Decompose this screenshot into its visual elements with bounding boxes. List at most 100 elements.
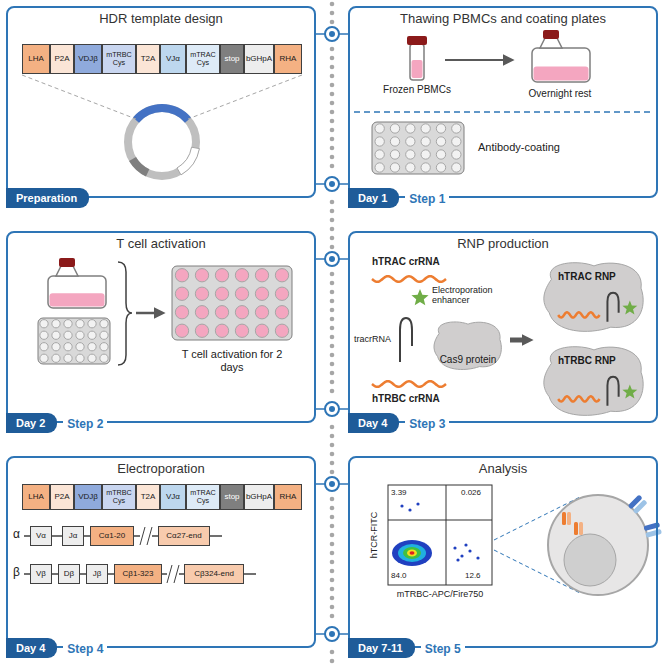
timeline-dot bbox=[330, 119, 335, 124]
segment-label: mTRAC Cys bbox=[187, 489, 219, 504]
timeline-dot bbox=[330, 578, 335, 583]
transgene-chain bbox=[567, 512, 571, 525]
plate-well bbox=[40, 354, 48, 362]
timeline-marker bbox=[325, 477, 339, 491]
event-dot bbox=[464, 543, 467, 546]
timeline-dot bbox=[330, 11, 335, 16]
plate-well bbox=[275, 306, 288, 319]
plate-well bbox=[88, 354, 96, 362]
segment-label: bGHpA bbox=[246, 493, 272, 501]
locus-break bbox=[174, 565, 179, 583]
event-dot bbox=[468, 549, 471, 552]
coated-plate bbox=[38, 318, 110, 364]
timeline-marker bbox=[325, 177, 339, 191]
panel-title: HDR template design bbox=[8, 11, 314, 26]
plate-well bbox=[76, 354, 84, 362]
tracrRNA-hairpin bbox=[400, 318, 412, 362]
segment-label: T2A bbox=[141, 55, 156, 63]
gene-segment: VDJβ bbox=[74, 484, 102, 510]
segment-label: P2A bbox=[54, 493, 69, 501]
timeline-dot bbox=[330, 371, 335, 376]
protein-blob: Cas9 protein bbox=[430, 318, 506, 372]
crRNA-strand bbox=[558, 312, 599, 317]
segment-label: mTRBC Cys bbox=[103, 489, 135, 504]
panel-title: RNP production bbox=[350, 236, 656, 251]
timeline-dot bbox=[330, 461, 335, 466]
process-arrow bbox=[136, 312, 156, 315]
timeline-dot bbox=[330, 497, 335, 502]
plate-well bbox=[275, 324, 288, 337]
timeline-dot bbox=[330, 209, 335, 214]
plate-well bbox=[88, 331, 96, 339]
segment-label: mTRBC Cys bbox=[103, 51, 135, 66]
timeline-dot bbox=[330, 272, 335, 277]
insert-guide bbox=[188, 75, 302, 119]
plate-well bbox=[390, 137, 399, 146]
event-dot bbox=[408, 508, 411, 511]
timeline-dot bbox=[330, 164, 335, 169]
plate-well bbox=[375, 163, 384, 172]
gene-segment: Cα27-end bbox=[158, 526, 210, 546]
panel-title: Thawing PBMCs and coating plates bbox=[350, 11, 656, 26]
density-contour bbox=[407, 550, 417, 557]
enhancer-star bbox=[622, 300, 637, 314]
plate-well bbox=[436, 150, 445, 159]
section-divider bbox=[354, 111, 652, 113]
timeline-dot bbox=[330, 236, 335, 241]
timeline-dot bbox=[330, 146, 335, 151]
culture-plate bbox=[372, 122, 464, 174]
locus-break bbox=[167, 565, 172, 583]
activation-plate bbox=[172, 266, 292, 340]
timeline-dot bbox=[330, 452, 335, 457]
plate-well bbox=[390, 163, 399, 172]
flask-body bbox=[532, 48, 590, 82]
density-contour bbox=[392, 540, 432, 566]
plate-well bbox=[235, 269, 248, 282]
quadrant-line bbox=[446, 485, 447, 585]
gene-segment: Cα1-20 bbox=[90, 526, 134, 546]
timeline-dot bbox=[330, 506, 335, 511]
segment-label: mTRAC Cys bbox=[187, 51, 219, 66]
panel-title: Analysis bbox=[350, 461, 656, 476]
plate-well bbox=[375, 137, 384, 146]
plate-well bbox=[436, 137, 445, 146]
plasmid-insert bbox=[133, 104, 191, 123]
plate-well bbox=[52, 354, 60, 362]
timeline-dot bbox=[330, 533, 335, 538]
timeline-dot bbox=[330, 389, 335, 394]
annotation-label: α bbox=[13, 528, 20, 542]
annotation-label: hTRBC crRNA bbox=[372, 393, 440, 405]
plate-well bbox=[64, 320, 72, 328]
plate-well bbox=[64, 331, 72, 339]
timeline-marker-core bbox=[329, 631, 335, 637]
flask-neck bbox=[56, 266, 78, 276]
timeline-dot bbox=[330, 434, 335, 439]
plot-frame bbox=[388, 485, 492, 585]
timeline-dot bbox=[330, 605, 335, 610]
locus-break-gap bbox=[140, 524, 152, 548]
timeline-dot bbox=[330, 56, 335, 61]
step-panel: T cell activationDay 2Step 2 bbox=[6, 231, 316, 423]
gene-segment: T2A bbox=[136, 484, 160, 510]
plate-well bbox=[195, 324, 208, 337]
annotation-label: 0.026 bbox=[461, 488, 481, 497]
timeline-dot bbox=[330, 299, 335, 304]
timeline-marker bbox=[325, 27, 339, 41]
blob-outline bbox=[538, 257, 650, 335]
plate-well bbox=[421, 137, 430, 146]
plate-well bbox=[100, 343, 108, 351]
gene-segment: Vβ bbox=[30, 564, 52, 584]
gene-segment: Cβ324-end bbox=[184, 564, 244, 584]
annotation-label: 3.39 bbox=[391, 488, 407, 497]
segment-label: T2A bbox=[141, 493, 156, 501]
segment-label: LHA bbox=[28, 493, 44, 501]
gene-segment: mTRBC Cys bbox=[102, 484, 136, 510]
plate-well bbox=[215, 287, 228, 300]
event-dot bbox=[456, 558, 459, 561]
step-panel: Thawing PBMCs and coating platesDay 1Ste… bbox=[348, 6, 658, 198]
timeline-dot bbox=[330, 65, 335, 70]
transgene-chain bbox=[562, 512, 566, 525]
plate-well bbox=[452, 150, 461, 159]
gene-segment: RHA bbox=[274, 484, 302, 510]
timeline-marker bbox=[325, 402, 339, 416]
